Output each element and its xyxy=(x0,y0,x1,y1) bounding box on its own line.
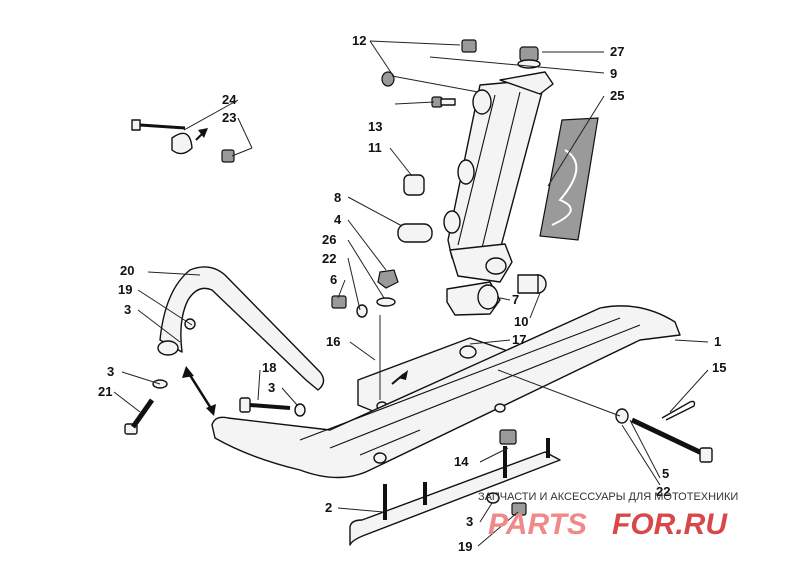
bolt-5-part xyxy=(615,400,713,463)
grease-fitting-part xyxy=(431,96,456,108)
callout-20: 20 xyxy=(120,263,134,278)
bolt-18-part xyxy=(239,397,306,417)
watermark-caption: ЗАПЧАСТИ И АКСЕССУАРЫ ДЛЯ МОТОТЕХНИКИ xyxy=(478,491,738,503)
callout-6: 6 xyxy=(330,272,337,287)
callout-26: 26 xyxy=(322,232,336,247)
nut-4-part xyxy=(376,269,399,307)
watermark: ЗАПЧАСТИ И АКСЕССУАРЫ ДЛЯ МОТОТЕХНИКИ PA… xyxy=(478,491,738,541)
handle-loop-part xyxy=(157,266,325,391)
callout-19: 19 xyxy=(458,539,472,554)
callout-labels: 1 2 3 3 3 3 4 5 6 7 8 9 10 11 12 13 14 1… xyxy=(98,33,726,554)
callout-4: 4 xyxy=(334,212,342,227)
callout-21: 21 xyxy=(98,384,112,399)
bumper-part xyxy=(446,281,501,316)
wear-bar-part xyxy=(349,438,561,546)
callout-11: 11 xyxy=(368,140,382,155)
callout-19: 19 xyxy=(118,282,132,297)
callout-17: 17 xyxy=(512,332,526,347)
washer-12-part xyxy=(381,71,395,87)
bolt-24-part xyxy=(131,119,235,163)
bushing-11-part xyxy=(403,174,425,196)
decal-part xyxy=(539,117,599,241)
callout-22: 22 xyxy=(322,251,336,266)
spindle-part xyxy=(443,71,554,283)
callout-2: 2 xyxy=(325,500,332,515)
bushing-8-part xyxy=(397,223,433,243)
nut-14-part xyxy=(499,429,517,445)
top-cap-part xyxy=(517,46,541,69)
callout-16: 16 xyxy=(326,334,340,349)
bolt-21-part xyxy=(124,379,168,435)
ski-part xyxy=(211,305,681,479)
nut-12-part xyxy=(461,39,477,53)
callout-13: 13 xyxy=(368,119,382,134)
callout-3: 3 xyxy=(107,364,114,379)
callout-1: 1 xyxy=(714,334,721,349)
watermark-logo-left: PARTS xyxy=(488,508,587,541)
callout-5: 5 xyxy=(662,466,669,481)
callout-15: 15 xyxy=(712,360,726,375)
nut-6-part xyxy=(331,295,368,318)
nut-19-part xyxy=(486,492,527,516)
callout-3: 3 xyxy=(124,302,131,317)
callout-14: 14 xyxy=(454,454,469,469)
callout-18: 18 xyxy=(262,360,276,375)
callout-24: 24 xyxy=(222,92,237,107)
callout-9: 9 xyxy=(610,66,617,81)
callout-3: 3 xyxy=(268,380,275,395)
callout-25: 25 xyxy=(610,88,624,103)
callout-12: 12 xyxy=(352,33,366,48)
bushing-10-part xyxy=(517,274,547,294)
callout-8: 8 xyxy=(334,190,341,205)
assembly-arrow xyxy=(182,128,408,416)
callout-7: 7 xyxy=(512,292,519,307)
callout-10: 10 xyxy=(514,314,528,329)
callout-3: 3 xyxy=(466,514,473,529)
callout-22: 22 xyxy=(656,484,670,499)
callout-23: 23 xyxy=(222,110,236,125)
watermark-logo-right: FOR.RU xyxy=(612,508,728,541)
leader-lines xyxy=(113,40,709,547)
callout-27: 27 xyxy=(610,44,624,59)
